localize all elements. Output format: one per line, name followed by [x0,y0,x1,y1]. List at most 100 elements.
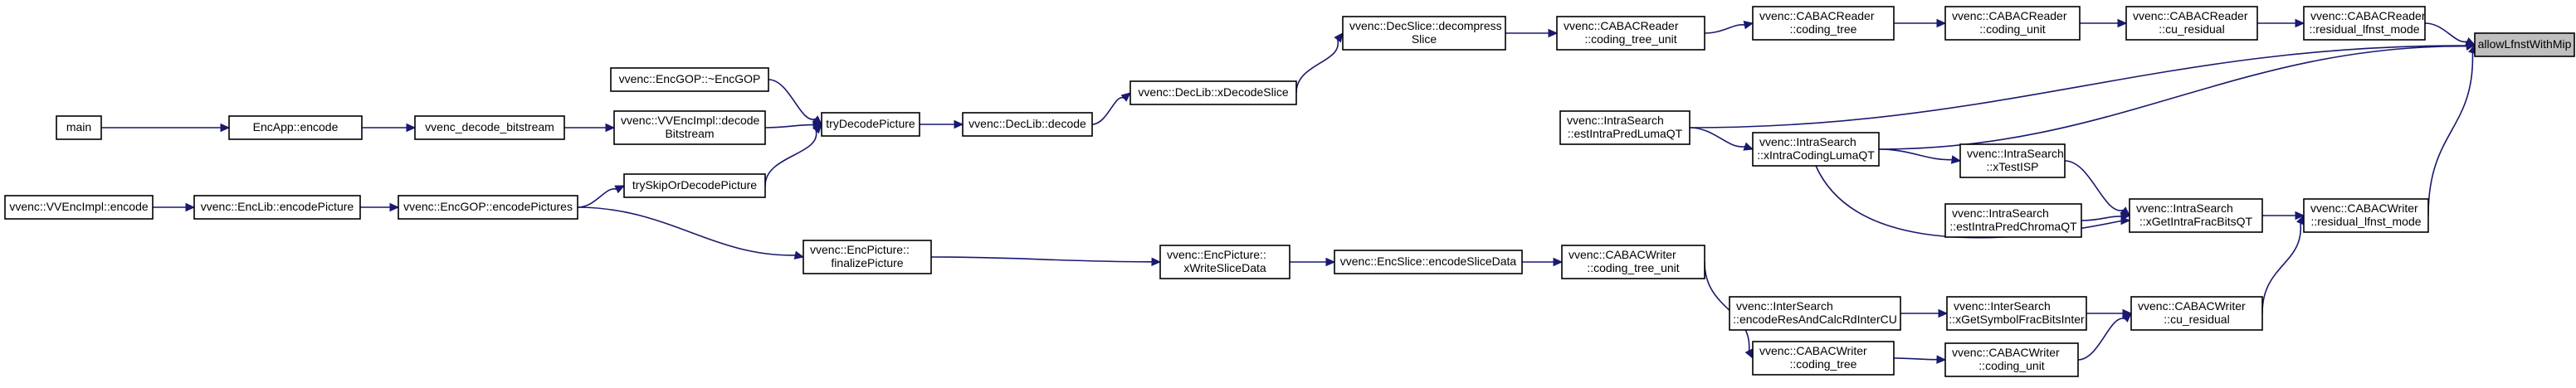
node-label: vvenc::EncGOP::~EncGOP [619,72,761,85]
edge-finalize-to-xWriteSlice [930,256,1153,263]
node-box [1946,296,2087,331]
edge-arrowhead [1151,257,1162,267]
node-encLibEncode[interactable]: vvenc::EncLib::encodePicture [193,195,361,220]
node-readerResidual[interactable]: vvenc::CABACReader::residual_lfnst_mode [2303,6,2426,41]
edge-arrowhead [1743,142,1754,151]
node-box [803,240,932,274]
node-readerCodingUnit[interactable]: vvenc::CABACReader::coding_unit [1944,6,2081,41]
node-label: tryDecodePicture [826,117,915,130]
node-vvencDecodeBitstream[interactable]: vvenc_decode_bitstream [414,115,565,140]
node-label: vvenc::CABACWriter [2310,201,2418,215]
node-label: vvenc::EncLib::encodePicture [201,200,354,213]
node-readerCuResidual[interactable]: vvenc::CABACReader::cu_residual [2125,6,2258,41]
edge-arrowhead [2117,18,2128,28]
node-box [1561,245,1705,279]
edge-writerResidual-to-allow [2427,52,2474,216]
node-label: vvenc::InterSearch [1736,299,1833,313]
node-box [1729,296,1901,331]
edge-estIntraLuma-to-allow [1689,45,2467,129]
node-label: ::xTestISP [1986,160,2038,173]
node-label: vvenc_decode_bitstream [425,120,554,133]
node-encPictures[interactable]: vvenc::EncGOP::encodePictures [398,195,578,220]
node-xTestISP[interactable]: vvenc::IntraSearch::xTestISP [1959,143,2066,178]
node-readerCodingTree[interactable]: vvenc::CABACReader::coding_tree [1752,6,1895,41]
node-box [623,173,766,198]
node-box [2129,198,2263,233]
node-label: vvenc::IntraSearch [1967,147,2064,160]
node-readerCTU[interactable]: vvenc::CABACReader::coding_tree_unit [1556,16,1705,51]
node-vvImplEncode[interactable]: vvenc::VVEncImpl::encode [4,195,154,220]
node-label: vvenc::InterSearch [1954,299,2051,313]
node-writerCodingTree[interactable]: vvenc::CABACWriter::coding_tree [1752,341,1895,376]
node-label: vvenc::IntraSearch [1567,114,1664,127]
edge-encPictures-to-finalize [577,206,796,256]
node-label: vvenc::CABACReader [1759,9,1875,22]
node-label: vvenc::CABACWriter [2138,299,2246,313]
node-label: vvenc::CABACReader [2310,9,2426,22]
node-main[interactable]: main [56,115,102,140]
node-allow[interactable]: allowLfnstWithMip [2474,32,2575,57]
node-trySkip[interactable]: trySkipOrDecodePicture [623,173,766,198]
edge-arrowhead [389,202,400,212]
node-estIntraChroma[interactable]: vvenc::IntraSearch::estIntraPredChromaQT [1944,203,2082,238]
edge-arrowhead [2122,308,2133,318]
node-box [1752,341,1895,376]
node-box [610,67,769,92]
node-writerCodingUnit[interactable]: vvenc::CABACWriter::coding_unit [1944,342,2079,377]
node-writerCTU[interactable]: vvenc::CABACWriter::coding_tree_unit [1561,245,1705,279]
node-box [4,195,154,220]
node-tryDecode[interactable]: tryDecodePicture [821,112,920,137]
edge-arrowhead [1936,18,1947,28]
node-encodeResAndCalc[interactable]: vvenc::InterSearch::encodeResAndCalcRdIn… [1729,296,1901,331]
node-label: vvenc::IntraSearch [1759,135,1856,148]
node-box [1944,6,2081,41]
node-label: vvenc::CABACReader [1564,19,1679,32]
edge-arrowhead [2120,206,2130,216]
node-label: ::xIntraCodingLumaQT [1757,148,1875,162]
node-encAppEncode[interactable]: EncApp::encode [228,115,363,140]
node-label: vvenc::VVEncImpl::encode [9,200,149,213]
edge-arrowhead [1548,28,1559,38]
node-xWriteSlice[interactable]: vvenc::EncPicture::xWriteSliceData [1159,245,1290,279]
node-box [1334,250,1523,274]
node-xGetIntraFrac[interactable]: vvenc::IntraSearch::xGetIntraFracBitsQT [2129,198,2263,233]
node-writerCuResidual[interactable]: vvenc::CABACWriter::cu_residual [2130,296,2263,331]
node-box [1752,6,1895,41]
edge-arrowhead [220,123,231,133]
edge-trySkip-to-tryDecode [764,130,817,187]
edge-arrowhead [812,124,822,134]
node-label: vvenc::IntraSearch [2136,201,2233,215]
node-label: ::coding_unit [1978,359,2045,372]
node-label: ::xGetIntraFracBitsQT [2139,215,2253,228]
node-xIntraCoding[interactable]: vvenc::IntraSearch::xIntraCodingLumaQT [1752,132,1880,167]
edge-readerResidual-to-allow [2424,22,2468,43]
edge-arrowhead [185,202,196,212]
node-finalize[interactable]: vvenc::EncPicture::finalizePicture [803,240,932,274]
node-label: ::residual_lfnst_mode [2309,22,2419,36]
node-estIntraLuma[interactable]: vvenc::IntraSearch::estIntraPredLumaQT [1559,110,1690,145]
node-label: vvenc::IntraSearch [1952,206,2049,220]
node-encGOPdtor[interactable]: vvenc::EncGOP::~EncGOP [610,67,769,92]
node-label: vvenc::DecLib::decode [968,117,1086,130]
edge-xIntraCoding-to-xTestISP [1878,148,1953,161]
node-encodeSliceData[interactable]: vvenc::EncSlice::encodeSliceData [1334,250,1523,274]
node-xDecodeSlice[interactable]: vvenc::DecLib::xDecodeSlice [1129,80,1297,105]
node-box [414,115,565,140]
node-box [2130,296,2263,331]
edge-arrowhead [1334,32,1344,43]
node-label: ::encodeResAndCalcRdInterCU [1733,313,1897,326]
node-writerResidual[interactable]: vvenc::CABACWriter::residual_lfnst_mode [2303,198,2429,233]
node-label: vvenc::CABACReader [2133,9,2248,22]
node-label: vvenc::CABACWriter [1759,344,1867,357]
node-label: vvenc::DecSlice::decompress [1349,19,1502,32]
node-label: vvenc::EncSlice::encodeSliceData [1340,255,1517,268]
edge-decLibDecode-to-xDecodeSlice [1091,96,1125,125]
node-decLibDecode[interactable]: vvenc::DecLib::decode [962,112,1093,137]
edge-arrowhead [2466,41,2476,51]
edge-xDecodeSlice-to-decSlice [1295,39,1339,94]
node-xGetSymbol[interactable]: vvenc::InterSearch::xGetSymbolFracBitsIn… [1946,296,2087,331]
node-label: vvenc::CABACWriter [1952,346,2060,359]
